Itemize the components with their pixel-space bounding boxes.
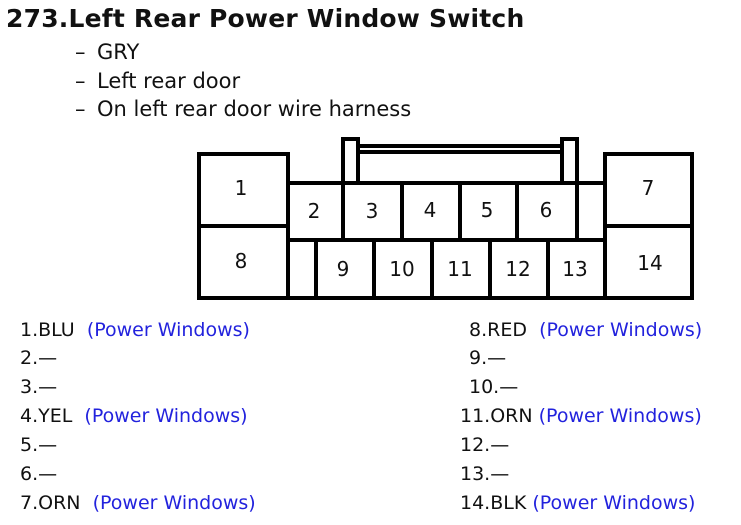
pin-label: 11.ORN bbox=[460, 405, 533, 427]
dash-bullet: – bbox=[75, 97, 86, 121]
pin-circuit: (Power Windows) bbox=[92, 492, 256, 514]
pin-5-row: 5.— bbox=[20, 434, 57, 456]
pin-label: 7.ORN bbox=[20, 492, 81, 514]
connector-harness: On left rear door wire harness bbox=[97, 97, 412, 121]
pin-label: 10.— bbox=[469, 376, 519, 398]
cavity-label-3: 3 bbox=[366, 199, 379, 223]
page-title: 273.Left Rear Power Window Switch bbox=[6, 4, 525, 33]
pin-label: 3.— bbox=[20, 376, 58, 398]
pin-circuit: (Power Windows) bbox=[532, 492, 696, 514]
cavity-label-4: 4 bbox=[424, 198, 437, 222]
middle-upper-row bbox=[286, 181, 607, 242]
pin-7-row: 7.ORN (Power Windows) bbox=[20, 492, 256, 514]
pin-circuit: (Power Windows) bbox=[86, 319, 250, 341]
pin-circuit: (Power Windows) bbox=[538, 405, 702, 427]
connector-location: Left rear door bbox=[97, 69, 241, 93]
pin-label: 9.— bbox=[469, 347, 507, 369]
pin-1-row: 1.BLU (Power Windows) bbox=[20, 319, 250, 341]
connector-harness-line: –On left rear door wire harness bbox=[75, 97, 411, 121]
pin-10-row: 10.— bbox=[469, 376, 518, 398]
latch-left-post bbox=[341, 137, 360, 185]
connector-color-line: –GRY bbox=[75, 40, 139, 64]
pin-2-row: 2.— bbox=[20, 347, 57, 369]
latch-right-post bbox=[560, 137, 579, 185]
cavity-label-2: 2 bbox=[308, 199, 321, 223]
pin-6-row: 6.— bbox=[20, 463, 57, 485]
cavity-label-11: 11 bbox=[447, 257, 472, 281]
pin-9-row: 9.— bbox=[469, 347, 506, 369]
pin-14-row: 14.BLK (Power Windows) bbox=[460, 492, 695, 514]
connector-location-line: –Left rear door bbox=[75, 69, 240, 93]
pin-circuit: (Power Windows) bbox=[84, 405, 248, 427]
pin-4-row: 4.YEL (Power Windows) bbox=[20, 405, 248, 427]
connector-color: GRY bbox=[97, 40, 140, 64]
pin-label: 1.BLU bbox=[20, 319, 75, 341]
pin-label: 13.— bbox=[460, 463, 510, 485]
pin-label: 14.BLK bbox=[460, 492, 527, 514]
cavity-label-14: 14 bbox=[637, 251, 662, 275]
pin-label: 4.YEL bbox=[20, 405, 73, 427]
pin-8-row: 8.RED (Power Windows) bbox=[469, 319, 702, 341]
cavity-label-8: 8 bbox=[235, 249, 248, 273]
pin-3-row: 3.— bbox=[20, 376, 57, 398]
pin-label: 8.RED bbox=[469, 319, 527, 341]
pin-label: 12.— bbox=[460, 434, 510, 456]
cavity-label-9: 9 bbox=[337, 257, 350, 281]
cavity-label-5: 5 bbox=[481, 198, 494, 222]
cavity-14 bbox=[603, 224, 694, 300]
cavity-label-6: 6 bbox=[540, 198, 553, 222]
cavity-label-7: 7 bbox=[642, 176, 655, 200]
dash-bullet: – bbox=[75, 40, 86, 64]
cavity-label-1: 1 bbox=[235, 176, 248, 200]
pin-label: 5.— bbox=[20, 434, 58, 456]
cavity-8 bbox=[197, 224, 290, 300]
pin-13-row: 13.— bbox=[460, 463, 509, 485]
pin-label: 6.— bbox=[20, 463, 58, 485]
cavity-label-12: 12 bbox=[505, 257, 530, 281]
dash-bullet: – bbox=[75, 69, 86, 93]
pin-11-row: 11.ORN (Power Windows) bbox=[460, 405, 702, 427]
pin-12-row: 12.— bbox=[460, 434, 509, 456]
cavity-label-13: 13 bbox=[562, 257, 587, 281]
pin-label: 2.— bbox=[20, 347, 58, 369]
cavity-label-10: 10 bbox=[389, 257, 414, 281]
pin-circuit: (Power Windows) bbox=[539, 319, 703, 341]
